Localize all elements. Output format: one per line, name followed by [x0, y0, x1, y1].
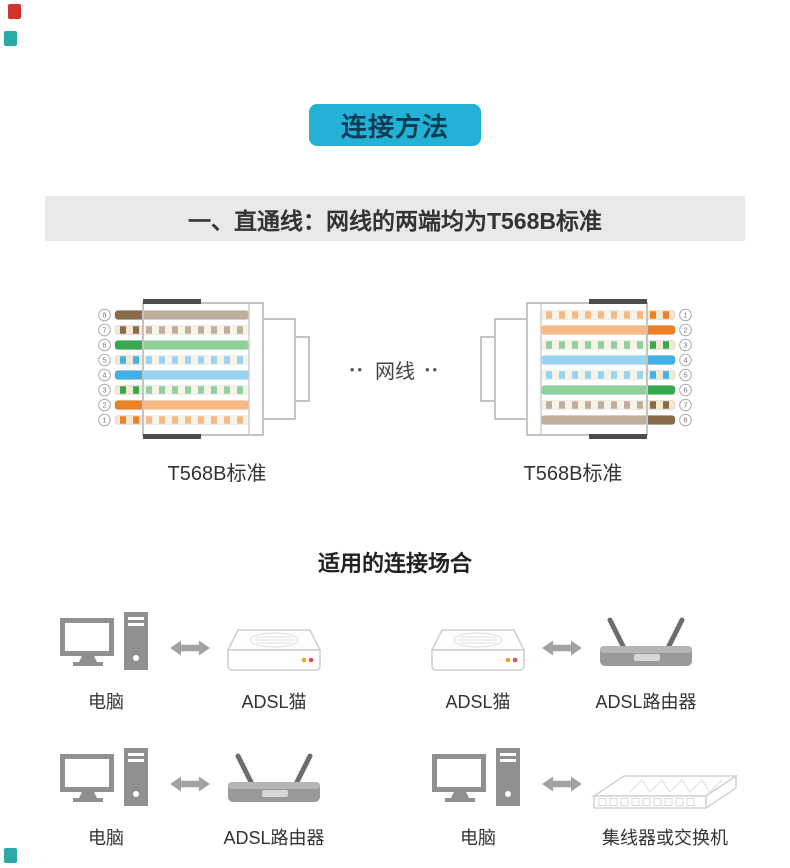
computer-icon	[60, 746, 152, 812]
double-arrow-icon	[542, 774, 582, 799]
device-switch: 集线器或交换机	[590, 746, 740, 850]
svg-text:5: 5	[102, 356, 106, 365]
left-connector: 8 7 6 5 4 3 2 1 T568B标准	[97, 299, 337, 486]
svg-text:7: 7	[102, 326, 106, 335]
device-label: ADSL路由器	[595, 692, 697, 712]
modem-icon	[426, 610, 530, 676]
double-arrow-icon	[170, 638, 210, 663]
device-label: 集线器或交换机	[602, 828, 728, 848]
corner-watermark-teal-bottom-icon	[4, 848, 17, 863]
banner-title: 一、直通线：网线的两端均为T568B标准	[187, 207, 603, 234]
device-label: 电脑	[88, 828, 124, 848]
router-icon	[222, 746, 326, 812]
device-label: ADSL猫	[445, 692, 511, 712]
svg-text:1: 1	[102, 416, 106, 425]
device-computer: 电脑	[50, 746, 162, 850]
svg-text:4: 4	[102, 371, 106, 380]
right-connector: 1 2 3 4 5 6 7 8 T568B标准	[453, 299, 693, 486]
cable-text: 网线	[375, 361, 415, 383]
switch-icon	[590, 746, 740, 812]
router-icon	[594, 610, 698, 676]
left-connector-label: T568B标准	[167, 463, 267, 485]
cable-center-label: •• 网线 ••	[337, 355, 453, 384]
device-label: ADSL猫	[241, 692, 307, 712]
svg-text:5: 5	[683, 371, 687, 380]
scenario-row: 电脑 集线器或交换机	[422, 746, 740, 850]
double-arrow-icon	[542, 638, 582, 663]
cable-dots-right: ••	[425, 362, 441, 377]
svg-text:8: 8	[102, 311, 106, 320]
title-badge: 连接方法	[309, 104, 481, 146]
double-arrow-icon	[170, 774, 210, 799]
svg-text:7: 7	[683, 401, 687, 410]
device-router: ADSL路由器	[590, 610, 702, 714]
rj45-connector-right-icon: 1 2 3 4 5 6 7 8	[480, 299, 692, 439]
device-label: ADSL路由器	[223, 828, 325, 848]
svg-text:8: 8	[683, 416, 687, 425]
computer-icon	[432, 746, 524, 812]
computer-icon	[60, 610, 152, 676]
rj45-connector-left-icon: 8 7 6 5 4 3 2 1	[98, 299, 310, 439]
scenario-row: 电脑 ADSL路由器	[50, 746, 410, 850]
svg-text:2: 2	[683, 326, 687, 335]
scenarios-title: 适用的连接场合	[317, 551, 472, 576]
svg-text:2: 2	[102, 401, 106, 410]
corner-watermark-teal-icon	[4, 31, 17, 46]
svg-text:1: 1	[683, 311, 687, 320]
device-computer: 电脑	[50, 610, 162, 714]
scenarios-grid: 电脑 ADSL猫 ADSL猫 ADSL路由器 电脑	[0, 610, 790, 850]
device-computer: 电脑	[422, 746, 534, 850]
device-label: 电脑	[460, 828, 496, 848]
modem-icon	[222, 610, 326, 676]
cable-diagram: 8 7 6 5 4 3 2 1 T568B标准 •• 网线 •• 1 2 3 4 5 6 7 8 T568B…	[0, 299, 790, 486]
section-banner: 一、直通线：网线的两端均为T568B标准	[45, 196, 745, 241]
scenario-row: 电脑 ADSL猫	[50, 610, 410, 714]
device-router: ADSL路由器	[218, 746, 330, 850]
corner-watermark-red-icon	[8, 4, 21, 19]
svg-text:6: 6	[683, 386, 687, 395]
svg-text:6: 6	[102, 341, 106, 350]
right-connector-label: T568B标准	[523, 463, 623, 485]
device-modem: ADSL猫	[218, 610, 330, 714]
device-modem: ADSL猫	[422, 610, 534, 714]
svg-text:3: 3	[102, 386, 106, 395]
svg-text:3: 3	[683, 341, 687, 350]
device-label: 电脑	[88, 692, 124, 712]
svg-text:4: 4	[683, 356, 687, 365]
scenario-row: ADSL猫 ADSL路由器	[422, 610, 740, 714]
cable-dots-left: ••	[349, 362, 365, 377]
